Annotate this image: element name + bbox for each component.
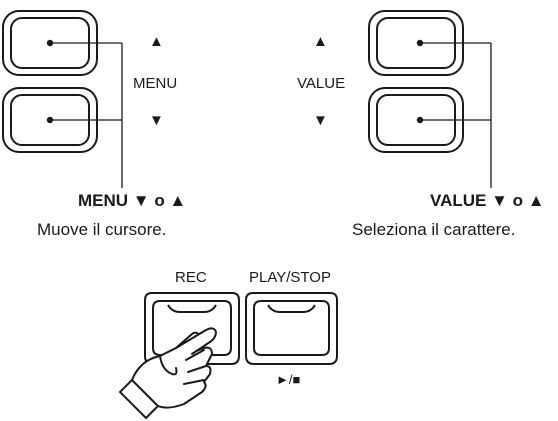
pointing-hand-icon — [119, 327, 217, 419]
value-label: VALUE — [297, 75, 346, 92]
rec-button[interactable] — [144, 292, 240, 365]
leader-dots — [46, 39, 424, 124]
value-down-arrow: ▼ — [313, 112, 328, 129]
menu-caption-title: MENU ▼ o ▲ — [78, 191, 187, 210]
menu-up-arrow: ▲ — [149, 33, 164, 50]
value-caption-description: Seleziona il carattere. — [352, 220, 516, 239]
play-stop-button[interactable] — [245, 292, 338, 365]
value-caption-title: VALUE ▼ o ▲ — [430, 191, 545, 210]
menu-caption-description: Muove il cursore. — [37, 220, 167, 239]
menu-down-arrow: ▼ — [149, 112, 164, 129]
play-stop-label: PLAY/STOP — [249, 269, 331, 286]
leader-lines — [50, 42, 492, 188]
play-stop-symbol: ►/■ — [276, 372, 301, 387]
rec-label: REC — [175, 269, 207, 286]
value-up-arrow: ▲ — [313, 33, 328, 50]
menu-label: MENU — [133, 75, 178, 92]
